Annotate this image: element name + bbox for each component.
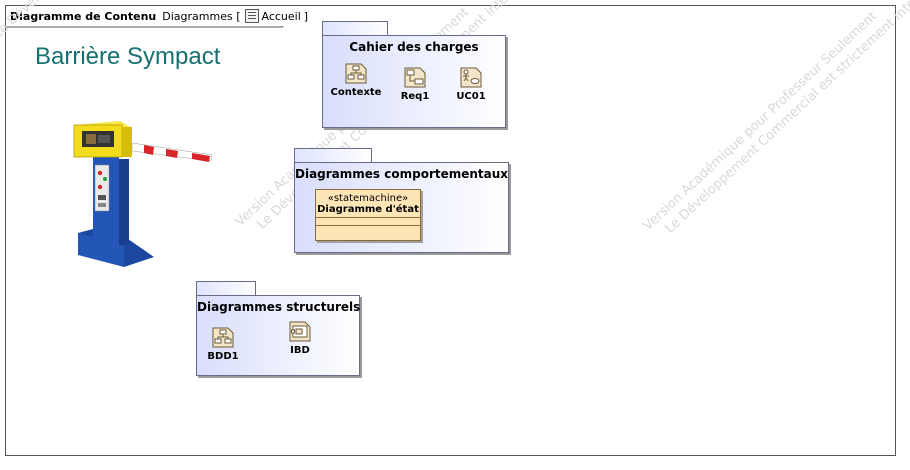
- diagram-contexte[interactable]: Contexte: [321, 62, 391, 98]
- package-title: Cahier des charges: [349, 40, 479, 54]
- block-definition-diagram-icon: [345, 63, 367, 84]
- internal-block-diagram-icon: [289, 321, 311, 342]
- diagram-label: Req1: [400, 91, 430, 102]
- breadcrumb-prefix: Diagrammes [: [162, 9, 241, 23]
- breadcrumb-accueil-link[interactable]: Accueil: [261, 9, 301, 23]
- statemachine-name: Diagramme d'état: [316, 204, 420, 218]
- diagram-label: UC01: [456, 91, 486, 102]
- use-case-diagram-icon: [460, 67, 482, 88]
- frame-type-label: Diagramme de Contenu: [10, 9, 157, 23]
- diagram-ibd[interactable]: IBD: [265, 320, 335, 356]
- statemachine-diagram-etat[interactable]: «statemachine» Diagramme d'état: [315, 189, 421, 241]
- compartment-divider: [316, 218, 420, 226]
- content-diagram-icon: [244, 9, 259, 23]
- diagram-req1[interactable]: Req1: [380, 66, 450, 102]
- diagram-label: IBD: [290, 345, 310, 356]
- page-title: Barrière Sympact: [35, 43, 221, 70]
- compartment-divider: [316, 226, 420, 233]
- diagram-uc01[interactable]: UC01: [436, 66, 506, 102]
- frame-header: Diagramme de Contenu Diagrammes [ Accuei…: [6, 6, 317, 26]
- package-tab: [294, 148, 372, 163]
- barrier-image: [73, 121, 213, 267]
- breadcrumb-suffix: ]: [303, 9, 309, 23]
- package-tab: [196, 281, 256, 296]
- block-definition-diagram-icon: [212, 327, 234, 348]
- diagram-label: BDD1: [207, 351, 239, 362]
- package-title: Diagrammes comportementaux: [295, 167, 509, 181]
- stereotype-label: «statemachine»: [327, 193, 409, 204]
- diagram-bdd1[interactable]: BDD1: [188, 326, 258, 362]
- package-body: Diagrammes structurels: [196, 295, 360, 376]
- requirement-diagram-icon: [404, 67, 426, 88]
- package-title: Diagrammes structurels: [197, 300, 361, 314]
- diagram-label: Contexte: [330, 87, 382, 98]
- package-tab: [322, 21, 388, 36]
